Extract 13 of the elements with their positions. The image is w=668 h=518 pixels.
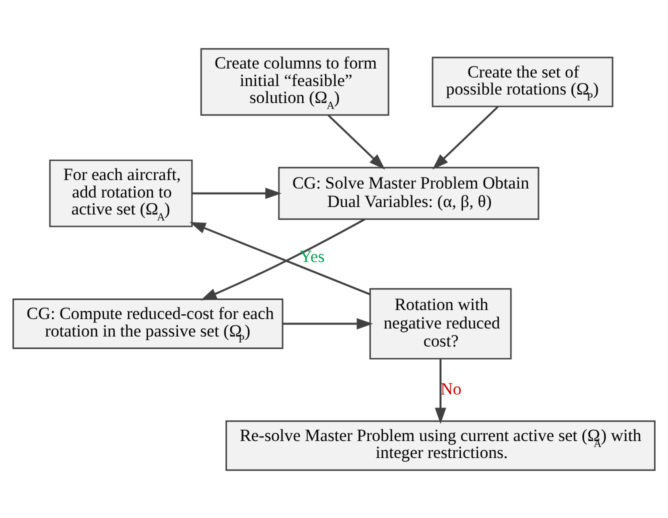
node-box: CG: Solve Master Problem Obtain Dual Variables: (α, β, θ) xyxy=(278,166,540,220)
arrow xyxy=(200,218,366,300)
arrow xyxy=(432,106,499,169)
node-box: Create the set of possible rotations (Ω$_{P}$) xyxy=(432,56,614,107)
arrow xyxy=(190,222,370,295)
arrow xyxy=(192,187,282,199)
arrow xyxy=(434,358,446,424)
node-box: Rotation with negative reduced cost? xyxy=(369,288,512,359)
node-box: Create columns to form initial “feasible” solution (Ω$_{A}$) xyxy=(200,48,390,116)
arrow xyxy=(282,318,373,329)
arrow xyxy=(328,114,386,170)
node-box: For each aircraft, add rotation to active set (Ω$_{A}$) xyxy=(49,159,193,227)
edge-label: Yes xyxy=(300,246,325,266)
